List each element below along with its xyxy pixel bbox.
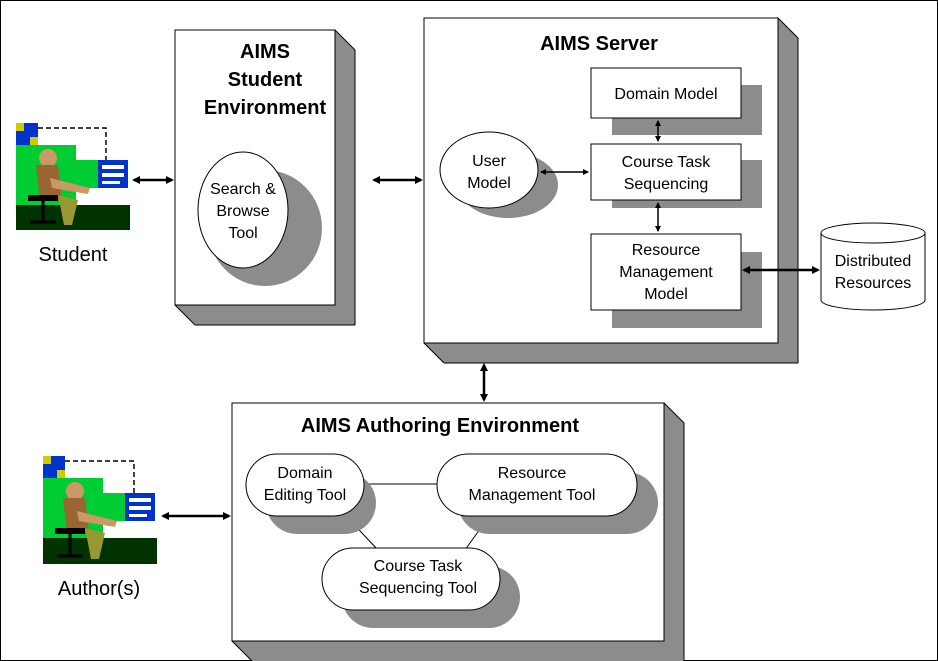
- course-tool-line2: Sequencing Tool: [359, 580, 477, 597]
- student-env-title-line2: Student: [228, 69, 303, 91]
- authoring-environment-box: AIMS Authoring Environment Domain Editin…: [231, 402, 685, 661]
- search-tool-line2: Browse: [216, 203, 269, 220]
- domain-tool-line1: Domain: [277, 465, 332, 482]
- student-env-title-line3: Environment: [204, 97, 327, 119]
- author-figure-icon: [43, 456, 157, 564]
- resource-tool-line1: Resource: [498, 465, 567, 482]
- student-figure-icon: [16, 123, 130, 230]
- server-title: AIMS Server: [540, 33, 658, 55]
- search-browse-tool: [197, 151, 289, 269]
- resource-model-line2: Management: [619, 264, 713, 281]
- search-tool-line1: Search &: [210, 181, 276, 198]
- resource-model-line1: Resource: [632, 242, 701, 259]
- student-env-shadow: [175, 30, 355, 325]
- domain-model-box: [590, 67, 742, 119]
- authoring-title: AIMS Authoring Environment: [301, 415, 579, 437]
- course-task-line2: Sequencing: [624, 176, 709, 193]
- domain-model-label: Domain Model: [614, 86, 717, 103]
- student-environment-box: AIMS Student Environment Search & Browse…: [174, 29, 356, 326]
- distributed-line2: Resources: [835, 275, 911, 292]
- author-label: Author(s): [58, 578, 140, 600]
- user-model: [439, 131, 539, 209]
- resource-management-tool: [436, 453, 638, 517]
- course-task-sequencing-tool: [321, 547, 501, 611]
- distributed-line1: Distributed: [835, 253, 911, 270]
- search-tool-line3: Tool: [228, 225, 257, 242]
- course-task-line1: Course Task: [622, 154, 712, 171]
- student-env-title-line1: AIMS: [240, 41, 290, 63]
- course-tool-line1: Course Task: [374, 558, 464, 575]
- domain-tool-line2: Editing Tool: [264, 487, 346, 504]
- user-model-line2: Model: [467, 175, 511, 192]
- distributed-resources: Distributed Resources: [820, 222, 926, 311]
- course-task-box: [590, 143, 742, 201]
- resource-tool-line2: Management Tool: [469, 487, 596, 504]
- student-label: Student: [39, 244, 108, 266]
- resource-model-box: [590, 233, 742, 311]
- aims-server-box: AIMS Server Domain Model Course Task Seq…: [423, 17, 799, 364]
- domain-editing-tool: [245, 453, 365, 517]
- user-model-line1: User: [472, 153, 506, 170]
- resource-model-line3: Model: [644, 286, 688, 303]
